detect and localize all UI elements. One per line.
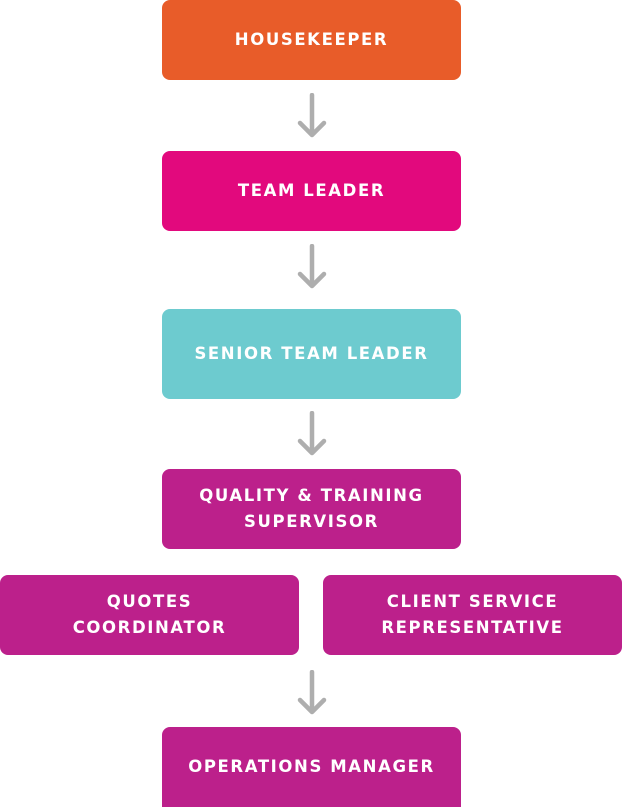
arrow-down-icon (297, 93, 327, 138)
node-operations-manager: OPERATIONS MANAGER (162, 727, 461, 807)
node-label: OPERATIONS MANAGER (188, 757, 435, 776)
node-quotes-coordinator: QUOTES COORDINATOR (0, 575, 299, 655)
node-label: SENIOR TEAM LEADER (194, 344, 429, 363)
node-label: QUALITY & TRAINING SUPERVISOR (199, 486, 424, 531)
node-label: QUOTES COORDINATOR (72, 592, 227, 637)
node-housekeeper: HOUSEKEEPER (162, 0, 461, 80)
arrow-down-icon (297, 244, 327, 289)
node-quality-training-supervisor: QUALITY & TRAINING SUPERVISOR (162, 469, 461, 549)
node-label: HOUSEKEEPER (234, 30, 389, 49)
arrow-down-icon (297, 670, 327, 715)
node-team-leader: TEAM LEADER (162, 151, 461, 231)
node-label: TEAM LEADER (237, 181, 386, 200)
node-senior-team-leader: SENIOR TEAM LEADER (162, 309, 461, 399)
node-label: CLIENT SERVICE REPRESENTATIVE (381, 592, 564, 637)
node-client-service-representative: CLIENT SERVICE REPRESENTATIVE (323, 575, 622, 655)
arrow-down-icon (297, 411, 327, 456)
